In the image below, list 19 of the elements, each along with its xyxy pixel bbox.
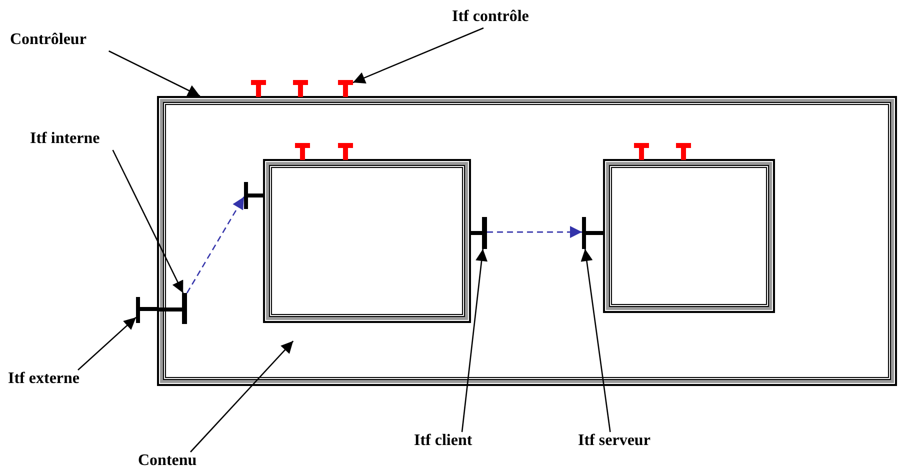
- component-box: [263, 159, 471, 323]
- leader-line: [108, 50, 200, 97]
- component-box: [157, 96, 897, 386]
- leader-line: [78, 316, 136, 370]
- leader-line: [461, 248, 488, 432]
- binding-arrow: [487, 226, 582, 238]
- leader-line: [352, 27, 484, 84]
- leader-line: [112, 150, 184, 294]
- callout-label: Contenu: [138, 452, 208, 472]
- binding-arrow: [186, 196, 245, 294]
- leader-line: [190, 340, 294, 452]
- component-box: [603, 159, 775, 313]
- callout-label: Contrôleur: [10, 31, 114, 51]
- leader-line: [580, 248, 611, 432]
- callout-label: Itf contrôle: [452, 8, 542, 28]
- callout-label: Itf client: [414, 432, 494, 452]
- callout-label: Itf interne: [30, 130, 122, 150]
- callout-label: Itf externe: [8, 370, 108, 390]
- callout-label: Itf serveur: [578, 432, 670, 452]
